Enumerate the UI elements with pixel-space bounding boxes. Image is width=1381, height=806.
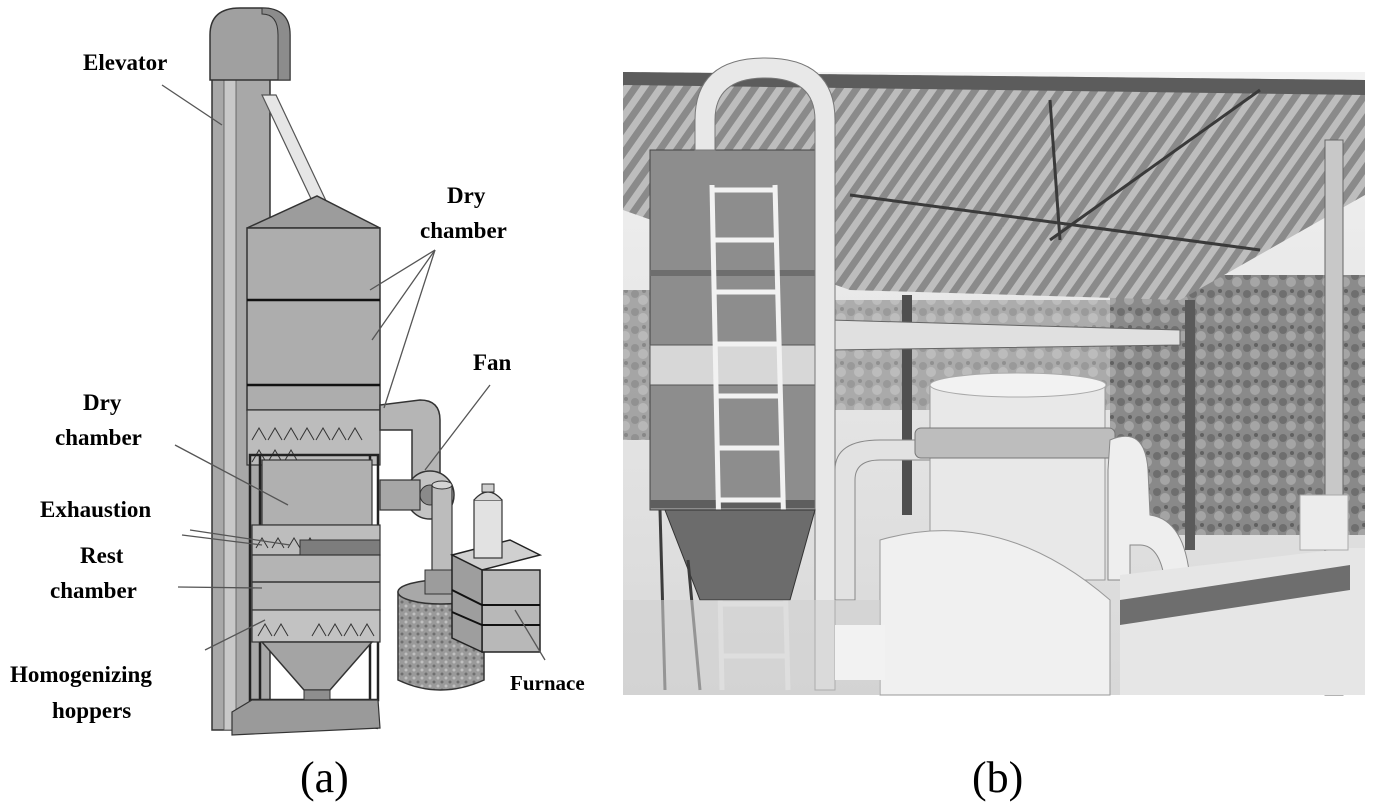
photo-dryer-tower <box>649 149 826 511</box>
label-rest-chamber-line2: chamber <box>50 578 137 603</box>
caption-b: (b) <box>972 753 1023 802</box>
label-dry-chamber-left-line2: chamber <box>55 425 142 450</box>
label-homogenizing-line1: Homogenizing <box>10 662 152 687</box>
label-furnace: Furnace <box>510 671 585 695</box>
label-rest-chamber-line1: Rest <box>80 543 124 568</box>
label-homogenizing-line2: hoppers <box>52 698 131 723</box>
background-trees <box>1110 275 1365 535</box>
label-dry-chamber-left-line1: Dry <box>83 390 122 415</box>
label-dry-chamber-top-line2: chamber <box>420 218 507 243</box>
furnace-box <box>449 483 543 654</box>
caption-a: (a) <box>300 753 349 802</box>
chute <box>261 94 329 206</box>
label-exhaustion: Exhaustion <box>40 497 151 522</box>
label-dry-chamber-top-line1: Dry <box>447 183 486 208</box>
dry-chamber-upper <box>246 227 381 411</box>
label-elevator: Elevator <box>83 50 167 75</box>
dryer-photo: (b) <box>623 57 1365 802</box>
hopper <box>260 641 374 691</box>
label-fan: Fan <box>473 350 512 375</box>
dry-chamber-lower <box>261 459 373 526</box>
dryer-schematic: Elevator Dry chamber Fan Dry chamber Exh… <box>10 7 585 802</box>
photo-curved-wall <box>879 530 1111 696</box>
